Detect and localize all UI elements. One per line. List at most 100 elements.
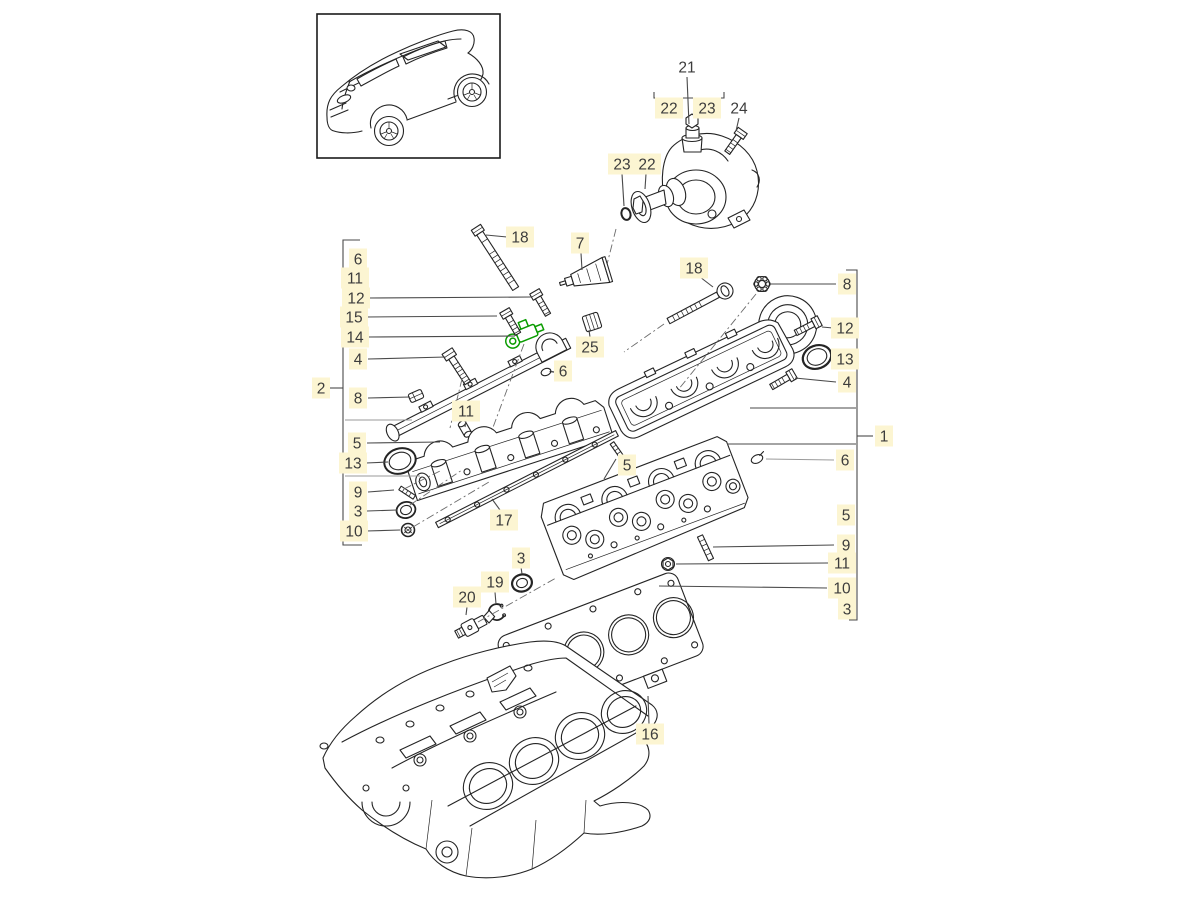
leader-line	[365, 461, 389, 464]
leader-line	[465, 606, 468, 616]
callout-15[interactable]: 15	[340, 306, 498, 328]
label-highlight	[340, 306, 368, 328]
callout-8[interactable]: 8	[770, 273, 856, 295]
callout-13[interactable]: 13	[830, 348, 859, 370]
callout-5[interactable]: 5	[837, 504, 855, 526]
leader-line	[735, 117, 740, 132]
label-highlight	[340, 520, 368, 542]
part-number: 4	[354, 352, 363, 369]
label-highlight	[680, 257, 708, 279]
part-number: 2	[317, 381, 326, 398]
part-number: 1	[880, 429, 889, 446]
callout-22[interactable]: 22	[655, 97, 683, 119]
callout-18[interactable]: 18	[485, 226, 534, 248]
bolt-4-left	[441, 347, 474, 387]
part-number: 12	[836, 321, 853, 338]
pump-drive-coupling	[630, 177, 687, 224]
seal-ring-3-middle	[510, 573, 534, 593]
valve-cover-right	[608, 295, 818, 439]
callout-9[interactable]: 9	[712, 534, 855, 556]
part-number: 20	[458, 590, 476, 607]
part-number: 9	[842, 538, 851, 555]
part-number: 10	[833, 581, 851, 598]
leader-line	[366, 335, 516, 338]
leader-line	[494, 591, 497, 605]
callout-1[interactable]: 1	[857, 425, 893, 447]
callout-20[interactable]: 20	[453, 586, 481, 616]
label-highlight	[490, 509, 518, 531]
label-highlight	[506, 226, 534, 248]
leader-line	[712, 544, 835, 548]
callout-16[interactable]: 16	[636, 695, 664, 745]
callout-7[interactable]: 7	[571, 232, 589, 271]
callout-12[interactable]: 12	[342, 287, 532, 309]
callout-23[interactable]: 23	[608, 153, 636, 207]
leader-line	[367, 356, 447, 360]
callout-11[interactable]: 11	[675, 552, 856, 574]
callout-19[interactable]: 19	[481, 571, 509, 605]
leader-line	[699, 276, 714, 288]
callout-5[interactable]: 5	[603, 454, 636, 480]
callout-5[interactable]: 5	[348, 432, 441, 454]
callout-11[interactable]: 11	[452, 400, 480, 428]
label-highlight	[828, 552, 856, 574]
label-highlight	[838, 371, 856, 393]
part-number: 4	[843, 375, 852, 392]
label-highlight	[349, 248, 367, 270]
callout-8[interactable]: 8	[349, 387, 411, 409]
callout-3[interactable]: 3	[512, 547, 530, 575]
callout-17[interactable]: 17	[490, 498, 518, 531]
plug-10-left	[400, 522, 416, 538]
label-highlight	[349, 481, 367, 503]
callout-12[interactable]: 12	[821, 317, 859, 339]
callout-3[interactable]: 3	[838, 598, 856, 620]
sealing-cap-13-right	[801, 344, 833, 370]
valve-cover-left	[406, 397, 614, 502]
part-number: 3	[843, 602, 852, 619]
callout-10[interactable]: 10	[340, 520, 401, 542]
label-highlight	[838, 598, 856, 620]
cover-gasket-17	[435, 430, 619, 529]
callout-6[interactable]: 6	[765, 449, 854, 471]
sealing-cap-13-left	[383, 447, 417, 475]
part-number: 11	[347, 271, 363, 288]
leader-line	[550, 370, 553, 373]
label-highlight	[875, 425, 893, 447]
callout-6[interactable]: 6	[349, 248, 367, 270]
callout-22[interactable]: 22	[633, 153, 661, 190]
stud-bolt-18-right	[666, 282, 734, 325]
grommet-25	[581, 311, 603, 333]
callout-24[interactable]: 24	[730, 101, 748, 132]
part-number: 18	[511, 230, 528, 247]
callout-11[interactable]: 11	[341, 267, 369, 289]
callout-9[interactable]: 9	[349, 481, 395, 503]
stud-bolt-18-left	[470, 223, 520, 292]
pump-fitting-tower	[681, 113, 703, 153]
callout-14[interactable]: 14	[341, 326, 516, 348]
leader-line	[367, 296, 532, 299]
callout-4[interactable]: 4	[794, 371, 856, 393]
part-number: 24	[730, 101, 748, 118]
callout-10[interactable]: 10	[658, 577, 856, 599]
callout-4[interactable]: 4	[349, 348, 447, 370]
callout-13[interactable]: 13	[339, 452, 389, 474]
sensor-20	[454, 609, 496, 639]
leader-line	[365, 529, 401, 532]
part-number: 22	[660, 101, 677, 118]
part-number: 11	[834, 556, 850, 573]
callout-21[interactable]: 21	[678, 60, 696, 125]
callout-3[interactable]: 3	[349, 500, 398, 522]
leader-line	[794, 377, 837, 383]
callout-2[interactable]: 2	[312, 377, 343, 399]
label-highlight	[837, 534, 855, 556]
group-bracket-1	[846, 269, 858, 621]
callout-25[interactable]: 25	[576, 329, 604, 358]
camshaft-sensor-14[interactable]	[501, 315, 546, 350]
callout-23[interactable]: 23	[693, 97, 721, 119]
callout-6[interactable]: 6	[550, 360, 572, 382]
leader-line	[485, 234, 508, 238]
part-number: 7	[576, 236, 585, 253]
callout-18[interactable]: 18	[680, 257, 714, 288]
part-number: 21	[678, 60, 695, 77]
